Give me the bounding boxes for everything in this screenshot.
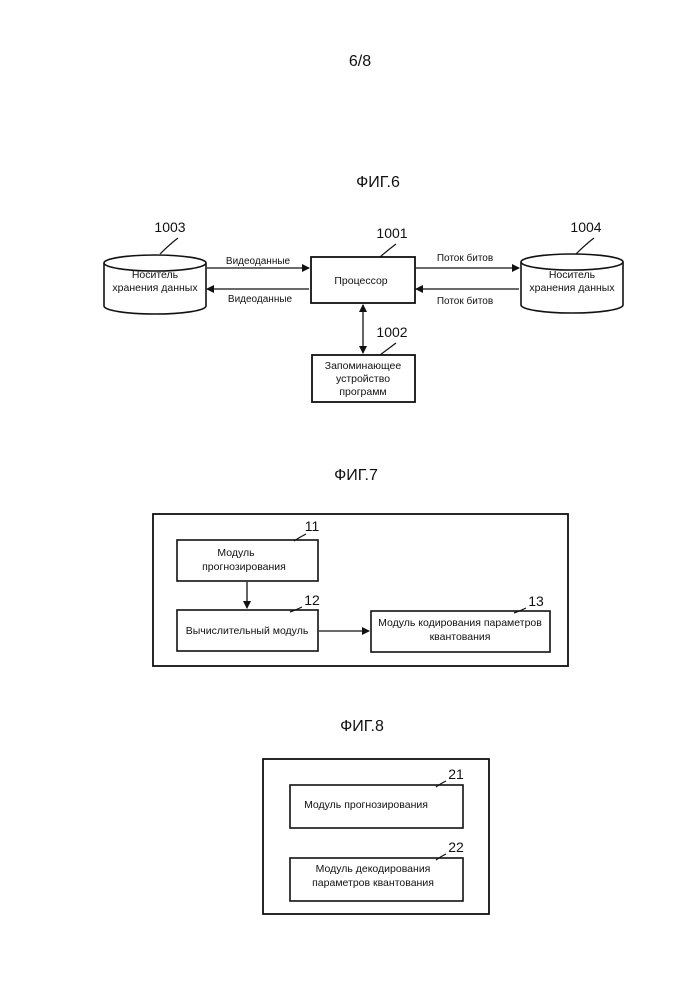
ref-1004: 1004: [570, 219, 601, 235]
storage-medium-input: Носитель хранения данных: [104, 255, 206, 314]
leader-1002: [380, 343, 396, 355]
ref-12: 12: [304, 592, 320, 608]
qp-decoding-module-22-label-1: Модуль декодирования: [316, 863, 431, 875]
program-memory-block: Запоминающее устройство программ: [312, 355, 415, 402]
computation-module-12-label: Вычислительный модуль: [186, 625, 309, 637]
storage-medium-output-label-2: хранения данных: [529, 282, 615, 294]
qp-encoding-module-13-label-1: Модуль кодирования параметров: [378, 617, 542, 629]
ref-22: 22: [448, 839, 464, 855]
storage-medium-output-label-1: Носитель: [549, 269, 596, 281]
label-bitstream-in: Поток битов: [437, 295, 493, 307]
storage-medium-output: Носитель хранения данных: [521, 254, 623, 313]
figure-8: ФИГ.8 Модуль прогнозирования 21 Модуль д…: [263, 718, 489, 914]
processor-label: Процессор: [334, 275, 387, 287]
qp-decoding-module-22-label-2: параметров квантования: [312, 877, 434, 889]
page-number: 6/8: [349, 53, 371, 70]
prediction-module-21: Модуль прогнозирования: [290, 785, 463, 828]
figure-8-title: ФИГ.8: [340, 718, 384, 735]
figure-6: ФИГ.6 Носитель хранения данных 1003 Проц…: [104, 174, 623, 402]
leader-1004: [576, 238, 594, 254]
ref-1003: 1003: [154, 219, 185, 235]
ref-21: 21: [448, 766, 464, 782]
leader-1001: [380, 244, 396, 257]
computation-module-12: Вычислительный модуль: [177, 610, 318, 651]
figure-7-title: ФИГ.7: [334, 467, 378, 484]
storage-medium-input-label-2: хранения данных: [112, 282, 198, 294]
program-memory-label-1: Запоминающее: [325, 360, 402, 372]
prediction-module-11: Модуль прогнозирования: [177, 540, 318, 581]
ref-13: 13: [528, 593, 544, 609]
figure-6-title: ФИГ.6: [356, 174, 400, 191]
prediction-module-11-label-2: прогнозирования: [202, 561, 286, 573]
label-video-out: Видеоданные: [228, 294, 293, 305]
leader-1003: [160, 238, 178, 254]
program-memory-label-2: устройство: [336, 373, 390, 385]
label-bitstream-out: Поток битов: [437, 252, 493, 264]
program-memory-label-3: программ: [339, 386, 386, 398]
ref-1001: 1001: [376, 225, 407, 241]
processor-block: Процессор: [311, 257, 415, 303]
prediction-module-21-label: Модуль прогнозирования: [304, 799, 428, 811]
label-video-in: Видеоданные: [226, 256, 291, 267]
qp-decoding-module-22: Модуль декодирования параметров квантова…: [290, 858, 463, 901]
qp-encoding-module-13: Модуль кодирования параметров квантовани…: [371, 611, 550, 652]
qp-encoding-module-13-label-2: квантования: [430, 631, 491, 643]
prediction-module-11-label-1: Модуль: [217, 547, 255, 559]
storage-medium-input-label-1: Носитель: [132, 269, 179, 281]
ref-1002: 1002: [376, 324, 407, 340]
figure-7: ФИГ.7 Модуль прогнозирования 11 Вычислит…: [153, 467, 568, 666]
ref-11: 11: [305, 518, 320, 534]
